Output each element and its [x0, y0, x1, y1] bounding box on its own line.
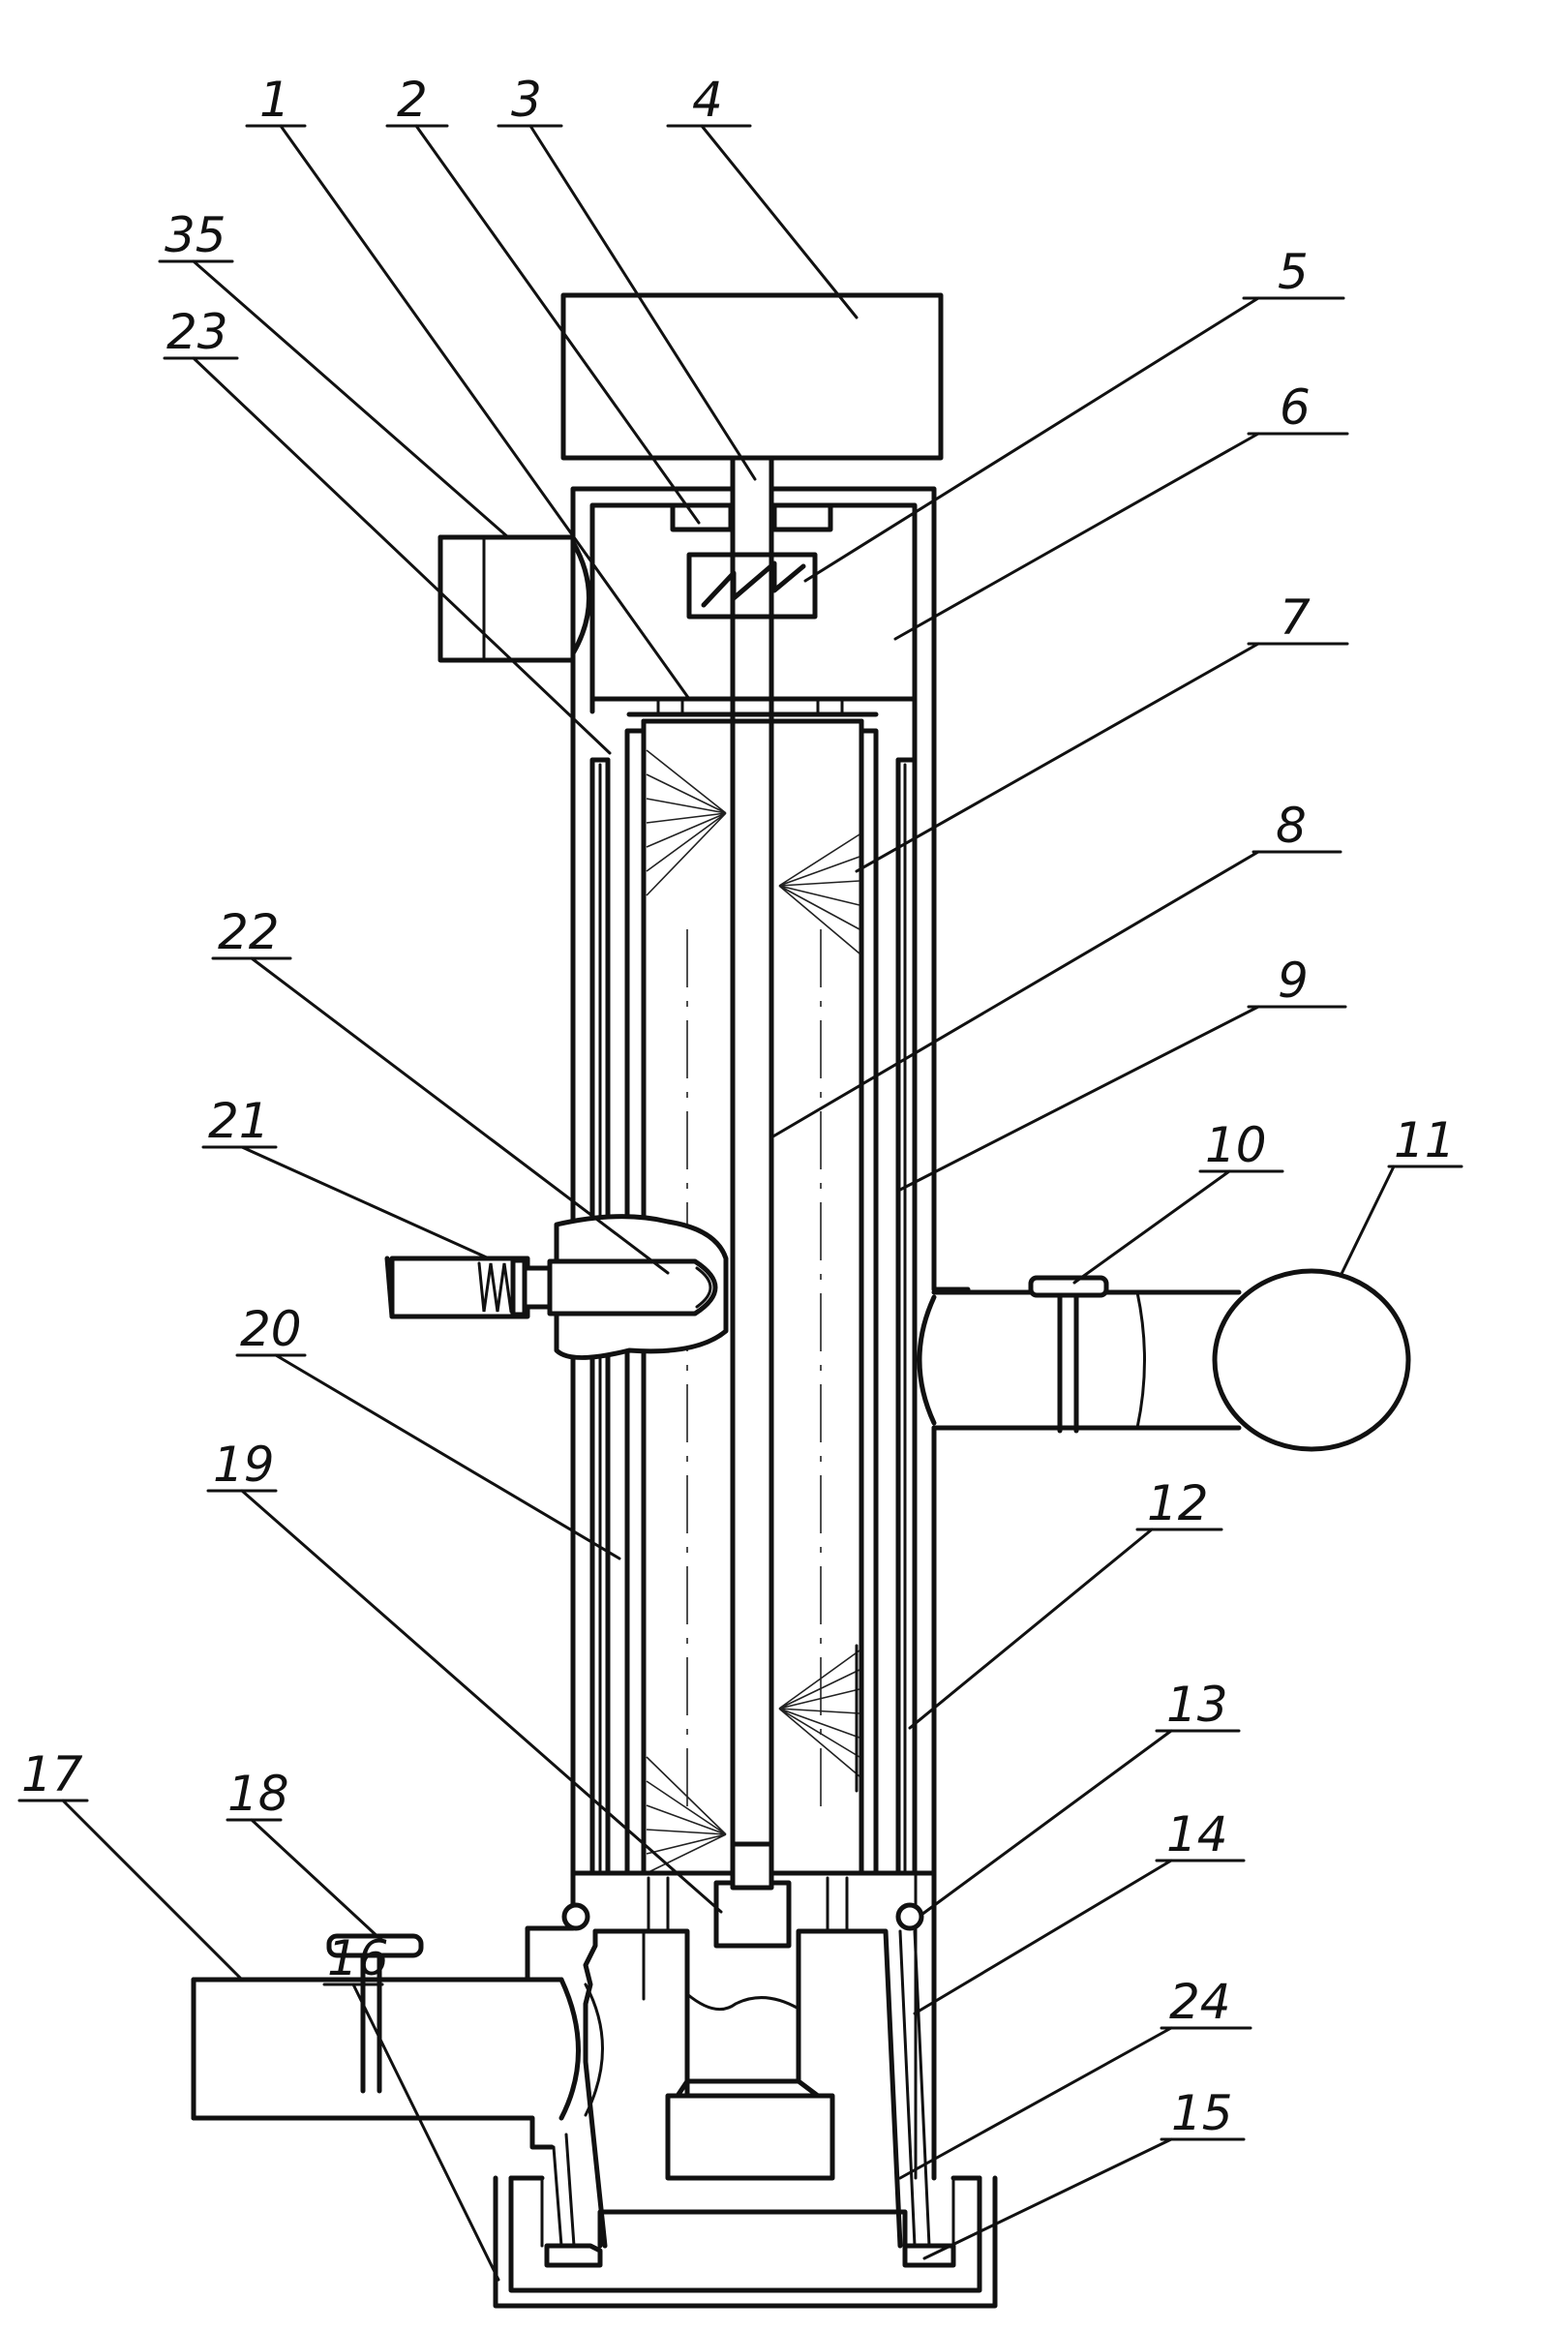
reference-numerals: 1 2 3 4 5 6 7 8 9 10 11 12 13 14 24 15 1…: [21, 72, 1456, 2141]
pump: [1212, 1268, 1411, 1452]
label-8: 8: [1276, 798, 1307, 854]
bottom-assembly: [493, 1841, 998, 2309]
leader-lines: [17, 124, 1463, 2282]
outlet-pipe: [917, 1289, 1242, 1431]
label-17: 17: [21, 1746, 83, 1802]
label-2: 2: [397, 72, 428, 128]
label-1: 1: [259, 72, 290, 128]
label-24: 24: [1169, 1974, 1231, 2030]
label-21: 21: [208, 1093, 270, 1149]
label-14: 14: [1166, 1806, 1228, 1862]
label-11: 11: [1394, 1112, 1456, 1168]
label-4: 4: [692, 72, 723, 128]
label-15: 15: [1171, 2085, 1233, 2141]
main-shaft: [730, 552, 774, 1876]
waste-pipe: [191, 1977, 604, 2150]
label-7: 7: [1280, 590, 1311, 646]
motor-box: [560, 292, 944, 461]
label-20: 20: [240, 1301, 302, 1357]
scraper-mechanism: [384, 1214, 729, 1360]
label-13: 13: [1166, 1677, 1228, 1733]
inlet-pipe: [437, 534, 591, 663]
label-12: 12: [1147, 1475, 1209, 1531]
label-3: 3: [511, 72, 542, 128]
label-9: 9: [1278, 953, 1309, 1009]
label-19: 19: [213, 1437, 275, 1493]
label-22: 22: [218, 904, 280, 960]
label-6: 6: [1280, 379, 1311, 436]
label-16: 16: [327, 1930, 389, 1986]
label-23: 23: [166, 304, 228, 360]
label-10: 10: [1205, 1117, 1267, 1173]
spray-nozzles: [646, 749, 860, 1874]
label-18: 18: [227, 1766, 289, 1822]
label-35: 35: [165, 207, 226, 263]
label-5: 5: [1278, 244, 1309, 300]
outlet-valve: [1028, 1275, 1109, 1434]
